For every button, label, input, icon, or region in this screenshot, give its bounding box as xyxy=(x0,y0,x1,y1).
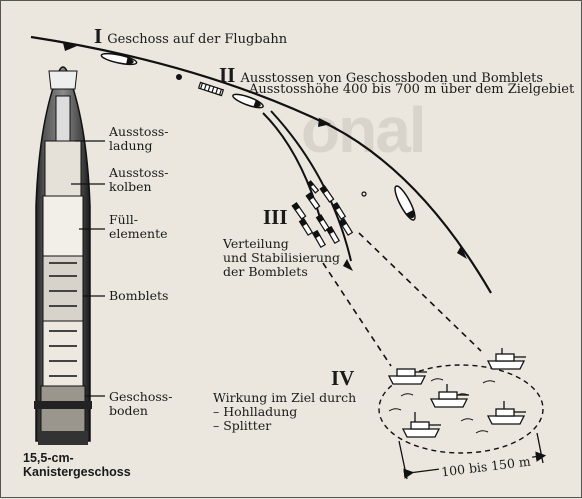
part-label-geschossboden: Geschoss-boden xyxy=(109,389,173,418)
stage-2-subtext: Ausstosshöhe 400 bis 700 m über dem Ziel… xyxy=(249,82,575,97)
part-label-fuellelemente: Füll-elemente xyxy=(109,212,168,241)
bomblet-arrowhead xyxy=(343,259,353,271)
part-label-ausstosskolben: Ausstoss-kolben xyxy=(109,165,169,194)
part-label-ausstossladung: Ausstoss-ladung xyxy=(109,124,169,153)
projectile-stage-1 xyxy=(100,52,138,66)
part-leader-lines xyxy=(71,140,105,397)
shell-cutaway xyxy=(34,66,92,445)
part-label-bomblets: Bomblets xyxy=(109,288,169,303)
stage-2-label: II Ausstossen von Geschossboden und Bomb… xyxy=(219,63,544,87)
stage-3-numeral: III xyxy=(263,205,288,229)
empty-shell-falling xyxy=(394,185,416,221)
bomblet-cluster xyxy=(291,180,354,248)
stage-4-text: Wirkung im Ziel durch – Hohlladung – Spl… xyxy=(213,390,357,433)
projectile-stage-2 xyxy=(176,74,264,109)
background-watermark: onal xyxy=(301,94,427,166)
stage-3-text: Verteilung und Stabilisierung der Bomble… xyxy=(223,236,340,279)
stage-4-numeral: IV xyxy=(331,366,355,390)
main-trajectory xyxy=(30,35,492,294)
base-plate-fragment xyxy=(361,191,367,197)
stage-1-label: I Geschoss auf der Flugbahn xyxy=(94,24,288,48)
tank-group xyxy=(387,348,526,438)
shell-caption: 15,5-cm- Kanistergeschoss xyxy=(23,451,131,479)
